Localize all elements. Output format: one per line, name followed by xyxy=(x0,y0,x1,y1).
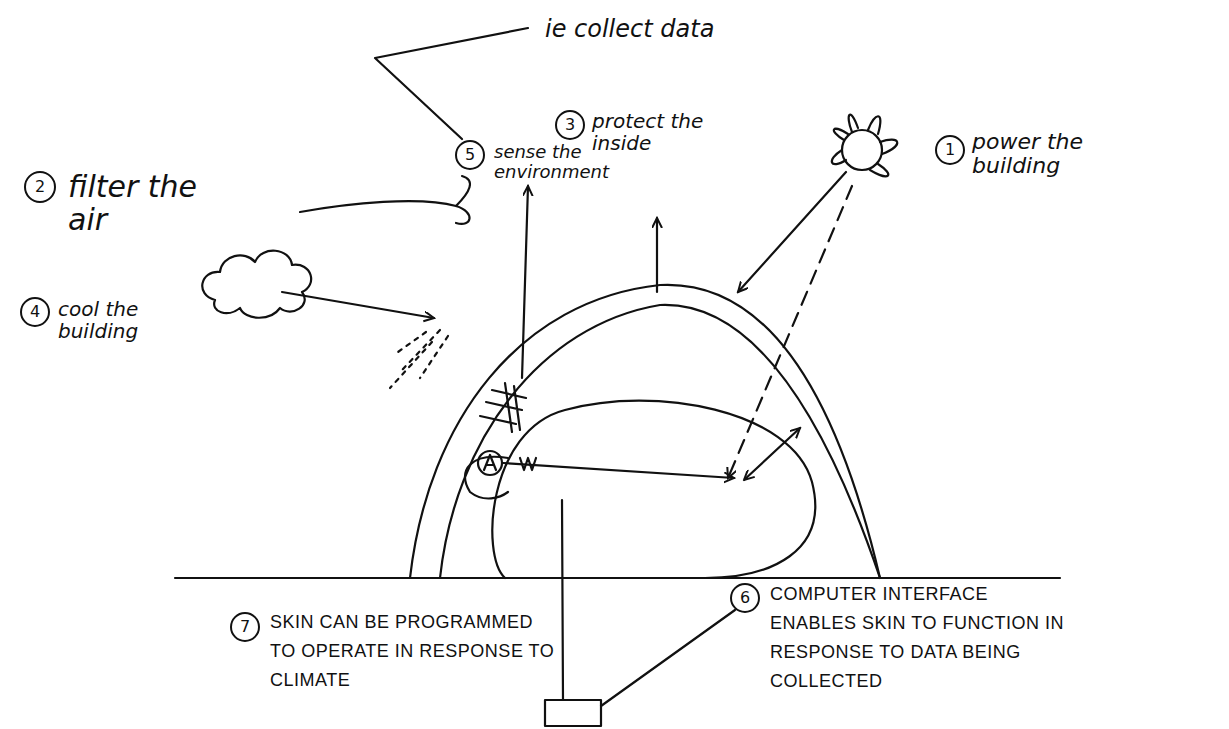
cloud-arrow xyxy=(282,292,434,318)
computer-box xyxy=(545,700,601,726)
skin-hatch xyxy=(480,383,526,432)
callout-circle: 1power the building xyxy=(935,135,965,165)
callout-number: 6 xyxy=(732,585,758,611)
ground-line xyxy=(175,577,1060,579)
callout-text: filter the air xyxy=(68,170,233,236)
spray xyxy=(390,330,448,388)
callout-number: 5 xyxy=(457,142,483,168)
sensor-glyph xyxy=(484,455,496,470)
air-swirl xyxy=(300,176,470,224)
callout-circle: 7SKIN CAN BE PROGRAMMED TO OPERATE IN RE… xyxy=(230,612,260,642)
callout-circle: 5sense the environment xyxy=(455,140,485,170)
interface-wire xyxy=(562,500,563,700)
callout-text: power the building xyxy=(972,130,1102,178)
cloud xyxy=(202,251,311,318)
sun-ray-arrow xyxy=(738,172,846,292)
sun xyxy=(842,130,882,170)
interface-leader xyxy=(601,610,735,706)
outer-skin xyxy=(410,285,880,578)
callout-number: 4 xyxy=(22,299,48,325)
callout-text: COMPUTER INTERFACE ENABLES SKIN TO FUNCT… xyxy=(770,580,1070,696)
callout-text: cool the building xyxy=(58,298,168,342)
callout-circle: 3protect the inside xyxy=(555,110,585,140)
callout-text: protect the inside xyxy=(592,110,704,154)
callout-circle: 4cool the building xyxy=(20,297,50,327)
sensor-arrow xyxy=(503,463,734,478)
callout-number: 1 xyxy=(937,137,963,163)
callout-number: 7 xyxy=(232,614,258,640)
callout-circle: 2filter the air xyxy=(24,171,56,203)
sun-petals xyxy=(832,115,897,177)
sensor-circle xyxy=(478,451,502,475)
inner-skin xyxy=(440,305,880,578)
callout-number: 3 xyxy=(557,112,583,138)
callout-number: 2 xyxy=(26,173,54,201)
note-text: ie collect data xyxy=(545,16,714,42)
sensor-spring xyxy=(520,458,536,470)
inner-building xyxy=(492,401,815,578)
protect-arrow xyxy=(656,218,658,292)
sense-arrow xyxy=(522,186,528,378)
callout-circle: 6COMPUTER INTERFACE ENABLES SKIN TO FUNC… xyxy=(730,583,760,613)
callout-text: SKIN CAN BE PROGRAMMED TO OPERATE IN RES… xyxy=(270,608,555,695)
callout-text: sense the environment xyxy=(494,142,619,182)
sun-dashed-arrow xyxy=(728,186,852,478)
leader-line xyxy=(375,28,528,139)
interior-arrow xyxy=(744,428,800,480)
